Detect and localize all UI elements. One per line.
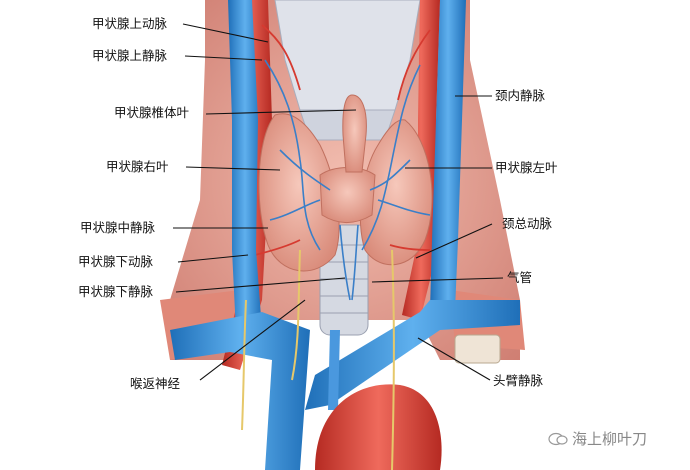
label-middle-thyroid-vein: 甲状腺中静脉 (80, 220, 156, 235)
label-pyramidal-lobe: 甲状腺椎体叶 (114, 105, 190, 120)
left-brachiocephalic (305, 300, 520, 410)
gland-arteries (254, 24, 431, 256)
label-brachiocephalic-vein: 头臂静脉 (493, 373, 544, 388)
label-sup-thyroid-artery: 甲状腺上动脉 (92, 16, 168, 31)
inferior-thyroid-veins (328, 330, 340, 410)
left-lobe-shape (359, 119, 433, 266)
right-brachiocephalic (170, 312, 310, 470)
clavicle-stub (454, 334, 501, 364)
label-trachea: 气管 (507, 270, 533, 285)
watermark-text: 海上柳叶刀 (572, 430, 648, 448)
thyroid-cartilage (274, 0, 421, 111)
label-internal-jugular-vein: 颈内静脉 (495, 88, 546, 103)
label-recurrent-laryngeal-nerve: 喉返神经 (130, 376, 181, 391)
left-internal-jugular (430, 0, 466, 310)
chat-bubble-icon (548, 432, 568, 446)
isthmus-shape (319, 167, 376, 223)
label-left-lobe: 甲状腺左叶 (495, 160, 558, 175)
aortic-arch (315, 384, 442, 470)
label-sup-thyroid-vein: 甲状腺上静脉 (92, 48, 168, 63)
pyramidal-lobe-shape (342, 94, 367, 173)
label-inf-thyroid-vein: 甲状腺下静脉 (78, 284, 154, 299)
right-lobe-shape (258, 113, 340, 272)
label-inf-thyroid-artery: 甲状腺下动脉 (78, 254, 154, 269)
label-common-carotid-artery: 颈总动脉 (502, 216, 553, 231)
nerves (241, 249, 395, 470)
right-internal-jugular (228, 0, 262, 332)
gland-vessels (264, 59, 431, 301)
label-right-lobe: 甲状腺右叶 (106, 159, 169, 174)
leader-lines (173, 23, 504, 381)
thyroid-gland (258, 94, 433, 272)
watermark: 海上柳叶刀 (548, 428, 647, 449)
